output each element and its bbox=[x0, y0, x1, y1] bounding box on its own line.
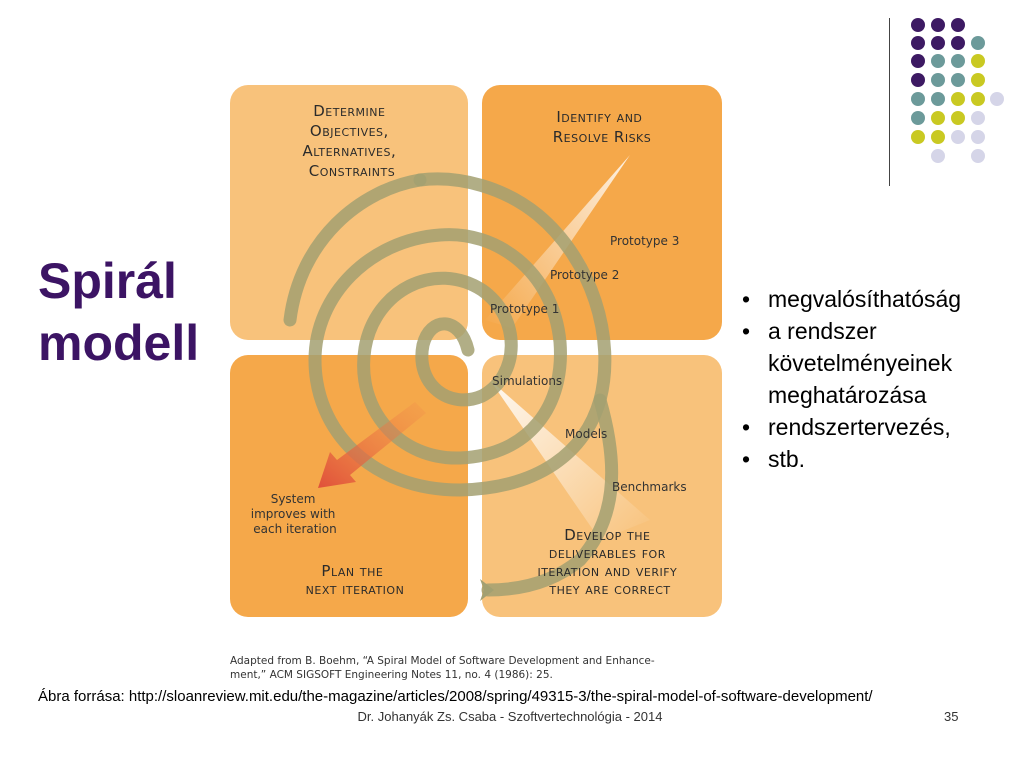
prototype-3-label: Prototype 3 bbox=[610, 234, 679, 248]
spiral-tail-path bbox=[481, 393, 619, 597]
spiral-arrowhead bbox=[480, 579, 494, 601]
plan-line-1: Plan the bbox=[321, 562, 383, 580]
dot bbox=[951, 130, 965, 144]
citation-line-2: ment,” ACM SIGSOFT Engineering Notes 11,… bbox=[230, 669, 553, 680]
dot bbox=[931, 54, 945, 68]
bullet-list: megvalósíthatóság a rendszer követelmény… bbox=[740, 283, 1008, 475]
objectives-line-2: Objectives, bbox=[310, 122, 389, 140]
improves-line-2: improves with bbox=[251, 507, 336, 521]
dot bbox=[990, 92, 1004, 106]
develop-line-4: they are correct bbox=[548, 580, 670, 598]
vertical-divider-line bbox=[889, 18, 890, 186]
dot bbox=[971, 92, 985, 106]
develop-line-2: deliverables for bbox=[549, 544, 666, 562]
quadrant-plan-label: Plan the next iteration bbox=[306, 562, 405, 598]
dot bbox=[931, 92, 945, 106]
footer-text: Dr. Johanyák Zs. Csaba - Szoftvertechnol… bbox=[357, 709, 663, 724]
models-label: Models bbox=[565, 427, 607, 441]
dot bbox=[911, 130, 925, 144]
objectives-line-4: Constraints bbox=[309, 162, 395, 180]
dot bbox=[931, 130, 945, 144]
simulations-label: Simulations bbox=[492, 374, 562, 388]
citation-line-1: Adapted from B. Boehm, “A Spiral Model o… bbox=[230, 655, 655, 667]
citation: Adapted from B. Boehm, “A Spiral Model o… bbox=[230, 655, 658, 680]
title-line-1: Spirál bbox=[38, 253, 177, 309]
bullet-item: a rendszer követelményeinek meghatározás… bbox=[740, 315, 1008, 411]
dot bbox=[931, 149, 945, 163]
risks-line-2: Resolve Risks bbox=[553, 128, 652, 146]
quadrant-objectives-label: Determine Objectives, Alternatives, Cons… bbox=[302, 102, 401, 180]
dot bbox=[971, 73, 985, 87]
risks-line-1: Identify and bbox=[556, 108, 642, 126]
dot bbox=[931, 36, 945, 50]
dot bbox=[951, 73, 965, 87]
improves-line-3: each iteration bbox=[253, 522, 336, 536]
dot bbox=[971, 111, 985, 125]
develop-line-3: iteration and verify bbox=[537, 562, 677, 580]
objectives-line-1: Determine bbox=[313, 102, 385, 120]
objectives-line-3: Alternatives, bbox=[302, 142, 396, 160]
dot bbox=[911, 36, 925, 50]
figure-source: Ábra forrása: http://sloanreview.mit.edu… bbox=[38, 688, 873, 705]
bullet-item: stb. bbox=[740, 443, 1008, 475]
quadrant-risks-label: Identify and Resolve Risks bbox=[553, 108, 652, 146]
plan-line-2: next iteration bbox=[306, 580, 405, 598]
dot bbox=[951, 54, 965, 68]
improvement-arrow bbox=[318, 402, 426, 488]
bullet-item: rendszertervezés, bbox=[740, 411, 1008, 443]
system-improves-label: System improves with each iteration bbox=[251, 492, 340, 536]
dot bbox=[911, 18, 925, 32]
dot bbox=[951, 111, 965, 125]
dot bbox=[971, 130, 985, 144]
slide-title: Spirál modell bbox=[38, 250, 199, 374]
prototype-2-label: Prototype 2 bbox=[550, 268, 619, 282]
dot bbox=[931, 18, 945, 32]
prototype-1-label: Prototype 1 bbox=[490, 302, 559, 316]
dot bbox=[971, 149, 985, 163]
dot bbox=[931, 111, 945, 125]
benchmarks-label: Benchmarks bbox=[612, 480, 687, 494]
dot bbox=[951, 92, 965, 106]
dot bbox=[971, 36, 985, 50]
dot bbox=[971, 54, 985, 68]
dot bbox=[911, 73, 925, 87]
dot bbox=[951, 18, 965, 32]
quadrant-develop-label: Develop the deliverables for iteration a… bbox=[537, 526, 682, 598]
dot bbox=[911, 92, 925, 106]
page-number: 35 bbox=[944, 709, 959, 724]
dot bbox=[931, 73, 945, 87]
bullet-item: megvalósíthatóság bbox=[740, 283, 1008, 315]
dot bbox=[951, 36, 965, 50]
title-line-2: modell bbox=[38, 315, 200, 371]
dot bbox=[911, 54, 925, 68]
spiral-model-diagram: Determine Objectives, Alternatives, Cons… bbox=[230, 85, 722, 680]
dot bbox=[911, 111, 925, 125]
develop-line-1: Develop the bbox=[564, 526, 650, 544]
improves-line-1: System bbox=[271, 492, 316, 506]
spiral-outer-path bbox=[283, 173, 427, 327]
